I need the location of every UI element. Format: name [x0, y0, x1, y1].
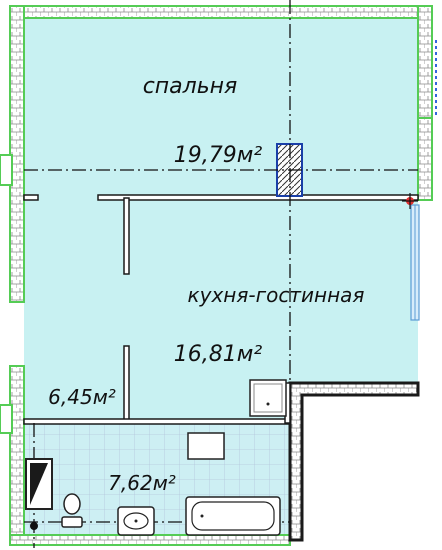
- exterior-walls: [0, 5, 433, 546]
- hall-floor: [24, 383, 290, 423]
- axis-markers: [30, 193, 418, 530]
- sink: [117, 506, 155, 536]
- shower-tray: [249, 379, 287, 417]
- kitchen-living-area: 16,81м²: [174, 342, 263, 367]
- bathtub: [185, 496, 281, 536]
- interior-walls: [23, 194, 419, 425]
- kitchen-window: [410, 204, 420, 321]
- floor-areas: [24, 18, 418, 540]
- bedroom-area: 19,79м²: [174, 143, 263, 168]
- bathroom-area: 7,62м²: [108, 471, 176, 495]
- bedroom-floor: [24, 18, 418, 201]
- shaft-walls: [288, 381, 420, 542]
- room-labels: спальня 19,79м² кухня-гостинная 16,81м² …: [48, 74, 364, 495]
- kitchen-living-name: кухня-гостинная: [188, 283, 365, 307]
- washer-unit: [187, 432, 225, 460]
- toilet: [61, 493, 83, 528]
- kitchen-floor: [24, 198, 418, 385]
- water-heater: [25, 458, 53, 510]
- bedroom-name: спальня: [143, 74, 238, 99]
- hall-area: 6,45м²: [48, 385, 116, 409]
